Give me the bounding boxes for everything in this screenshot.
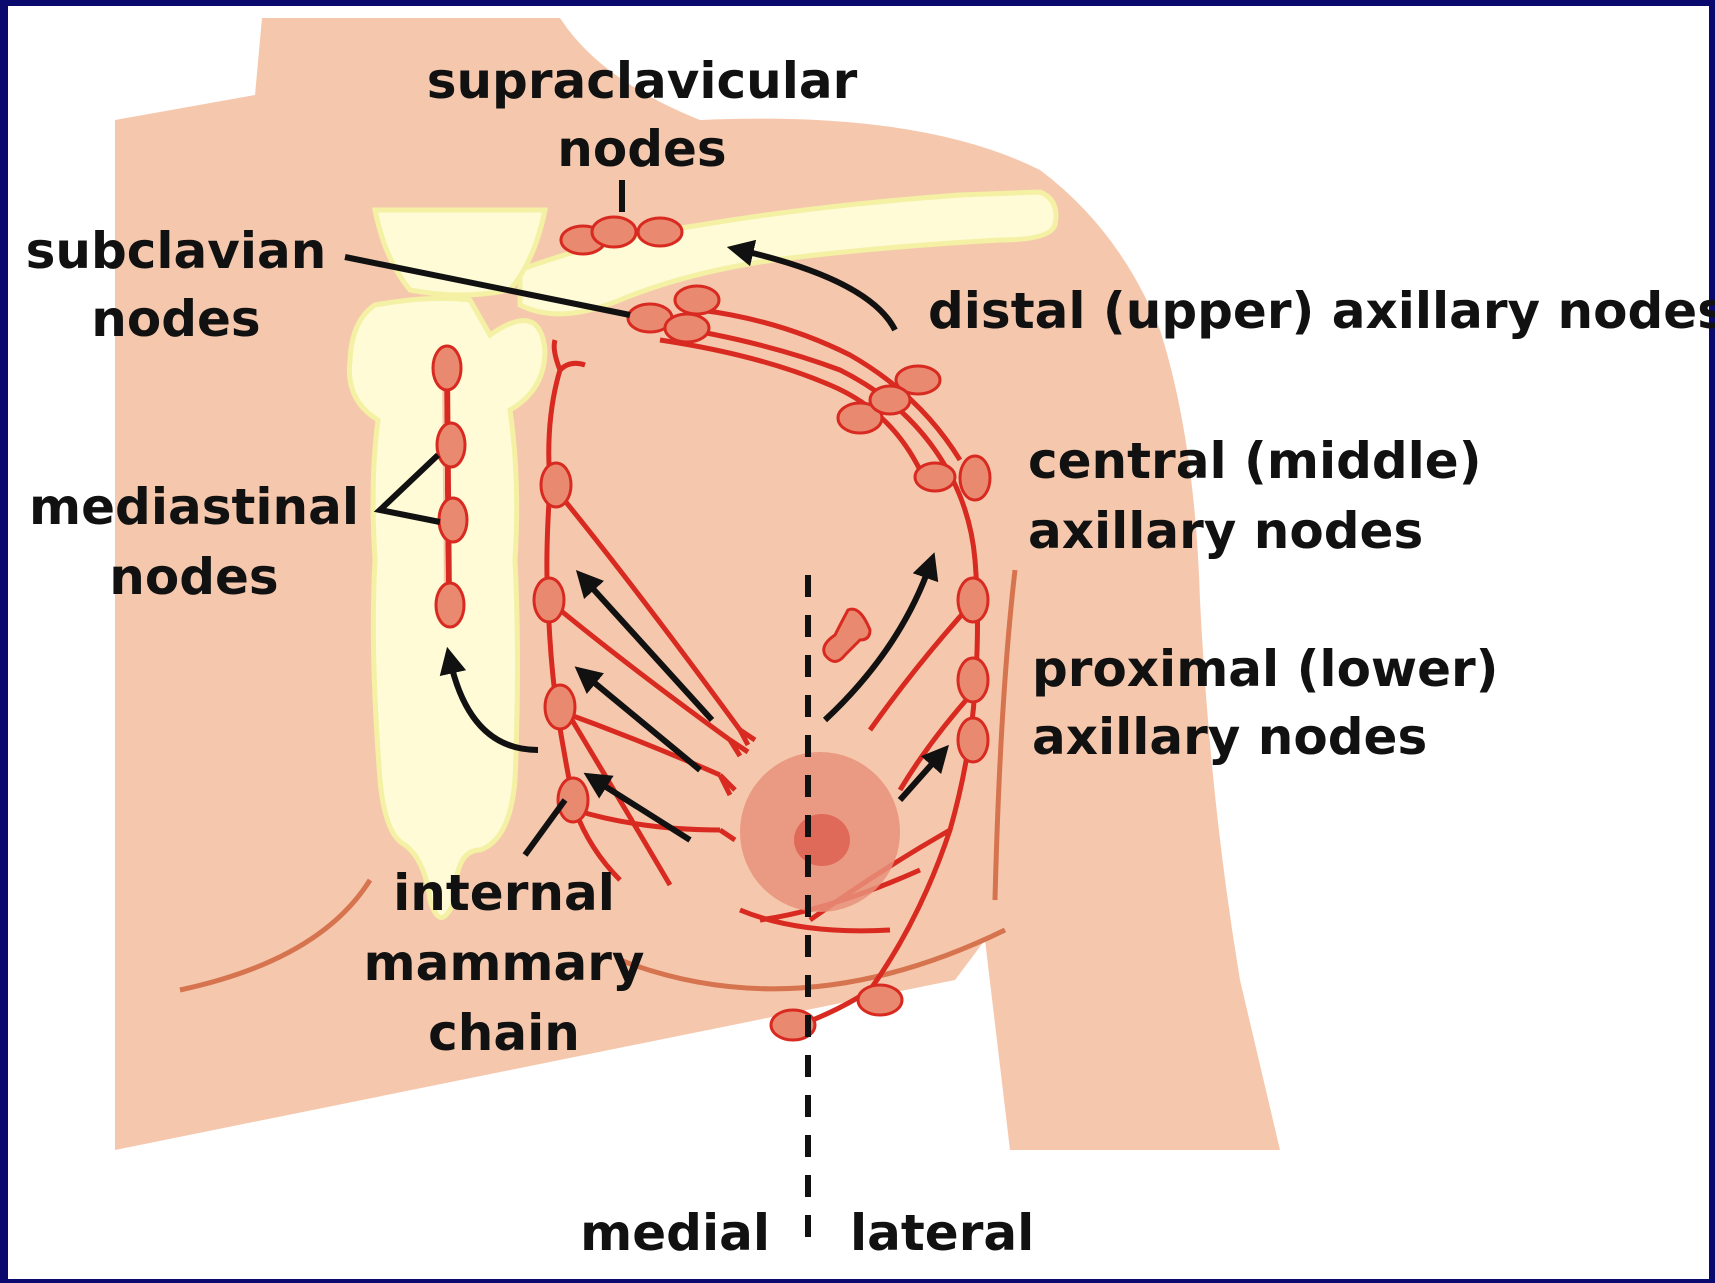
distal-axillary-label: distal (upper) axillary nodes xyxy=(928,282,1715,340)
internal-mammary-label-line2: mammary xyxy=(363,934,644,992)
central-axillary-label-line1: central (middle) xyxy=(1028,432,1482,490)
supraclavicular-label-line1: supraclavicular xyxy=(427,52,858,110)
mediastinal-label-line1: mediastinal xyxy=(29,478,359,536)
central-axillary-label-line2: axillary nodes xyxy=(1028,502,1423,560)
lateral-label: lateral xyxy=(850,1204,1034,1262)
internal-mammary-label-line1: internal xyxy=(393,864,615,922)
internal-mammary-label-line3: chain xyxy=(428,1004,580,1062)
nipple xyxy=(794,814,850,866)
mediastinal-label-line2: nodes xyxy=(109,548,278,606)
subclavian-label-line2: nodes xyxy=(91,290,260,348)
medial-label: medial xyxy=(580,1204,770,1262)
proximal-axillary-label-line1: proximal (lower) xyxy=(1032,640,1499,698)
supraclavicular-label-line2: nodes xyxy=(557,120,726,178)
proximal-axillary-label-line2: axillary nodes xyxy=(1032,708,1427,766)
subclavian-label-line1: subclavian xyxy=(26,222,327,280)
